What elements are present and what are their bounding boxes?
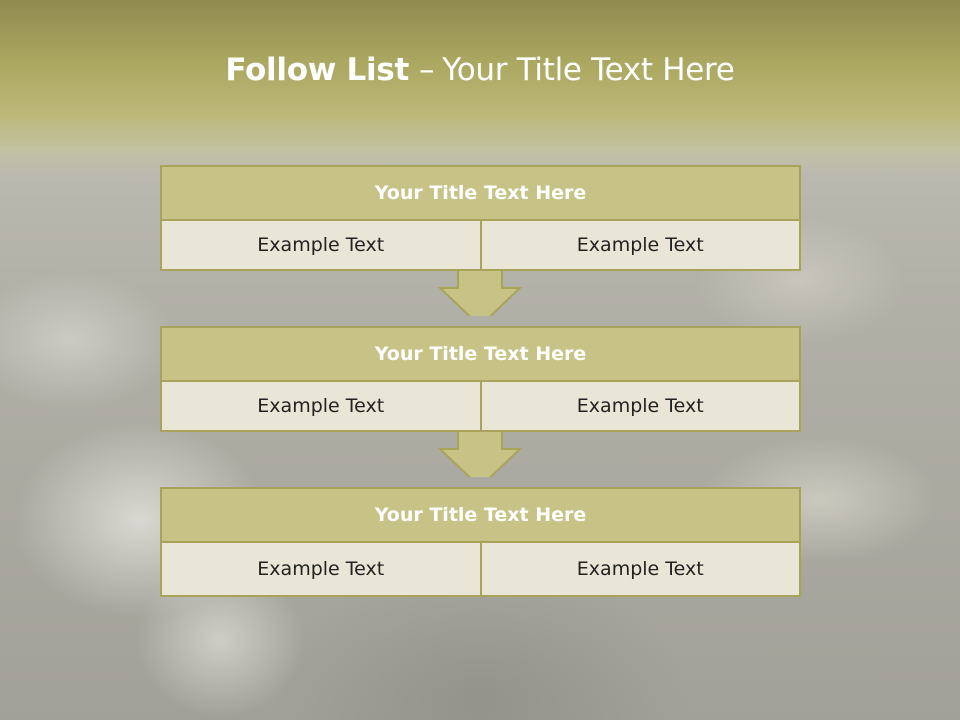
slide-title: Follow List–Your Title Text Here	[0, 52, 960, 88]
step-cell-right: Example Text	[479, 221, 799, 269]
step-title: Your Title Text Here	[160, 487, 801, 543]
step-cell-right: Example Text	[479, 382, 799, 430]
step-block-1: Your Title Text Here Example Text Exampl…	[160, 165, 801, 271]
slide-title-rest: Your Title Text Here	[442, 52, 735, 88]
slide-title-bold: Follow List	[225, 52, 409, 88]
step-title: Your Title Text Here	[160, 165, 801, 221]
step-title: Your Title Text Here	[160, 326, 801, 382]
step-cell-left: Example Text	[162, 221, 480, 269]
step-block-2: Your Title Text Here Example Text Exampl…	[160, 326, 801, 432]
step-cell-left: Example Text	[162, 543, 480, 595]
step-row: Example Text Example Text	[160, 543, 801, 597]
step-cell-left: Example Text	[162, 382, 480, 430]
slide-title-separator: –	[418, 52, 435, 88]
step-row: Example Text Example Text	[160, 382, 801, 432]
step-block-3: Your Title Text Here Example Text Exampl…	[160, 487, 801, 597]
step-row: Example Text Example Text	[160, 221, 801, 271]
down-arrow-icon	[437, 270, 523, 316]
step-cell-right: Example Text	[479, 543, 799, 595]
down-arrow-icon	[437, 431, 523, 477]
title-band	[0, 0, 960, 175]
